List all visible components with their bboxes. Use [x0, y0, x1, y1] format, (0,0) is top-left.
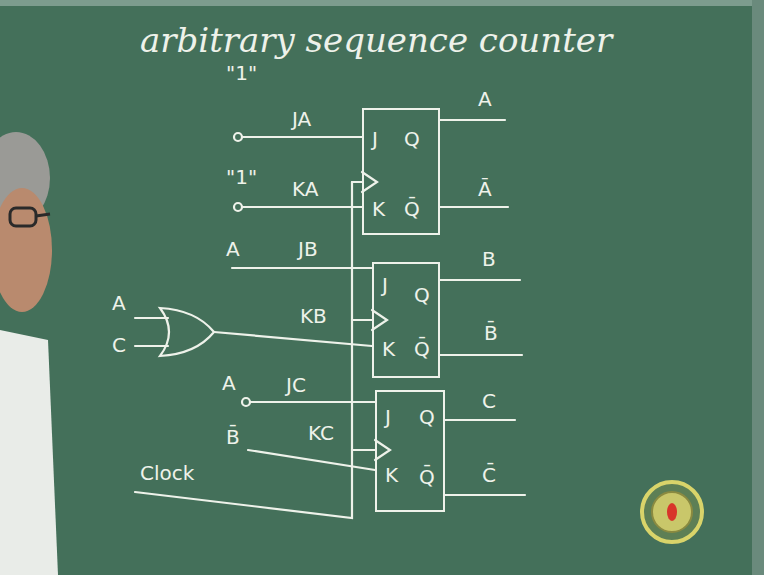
pin-name: Q̄ [419, 466, 435, 489]
terminal [242, 398, 250, 406]
board-title: arbitrary sequence counter [140, 20, 612, 60]
or-gate [160, 308, 214, 356]
clock-wire [352, 319, 372, 321]
signal-name: C̄ [482, 464, 496, 487]
shirt [0, 330, 58, 575]
wire [440, 354, 522, 356]
signal-name: KA [292, 178, 318, 201]
signal-name: JB [298, 238, 318, 261]
signal-name: "1" [226, 62, 257, 85]
signal-name: A [112, 292, 126, 315]
signal-name: Ā [478, 178, 492, 201]
wire [445, 419, 515, 421]
wire [135, 345, 168, 347]
board-frame [752, 0, 764, 575]
pin-name: Q [419, 406, 435, 429]
pin-name: K [372, 198, 385, 221]
wire [135, 317, 168, 319]
clock-wire [135, 182, 352, 518]
signal-name: B̄ [226, 426, 240, 449]
board-frame [0, 0, 764, 6]
wire [440, 279, 520, 281]
signal-name: Clock [140, 462, 194, 485]
pin-name: J [385, 406, 391, 429]
signal-name: C [112, 334, 126, 357]
pin-name: Q̄ [404, 198, 420, 221]
flip-flop-box: J Q K Q̄ [362, 108, 440, 235]
pin-name: K [385, 464, 398, 487]
wire [242, 206, 362, 208]
signal-name: "1" [226, 166, 257, 189]
wire [445, 494, 525, 496]
logo-ring [642, 482, 702, 542]
signal-name: C [482, 390, 496, 413]
flip-flop-box: J Q K Q̄ [375, 390, 445, 512]
logo [642, 482, 702, 542]
wire [440, 206, 508, 208]
wire [440, 119, 505, 121]
logo-flame [667, 503, 677, 521]
terminal [234, 203, 242, 211]
pin-name: Q [414, 284, 430, 307]
wire [214, 332, 372, 346]
wire [248, 450, 375, 470]
signal-name: A [478, 88, 492, 111]
signal-name: A [226, 238, 240, 261]
signal-name: KC [308, 422, 334, 445]
pin-name: J [382, 274, 388, 297]
signal-name: KB [300, 305, 327, 328]
pin-name: K [382, 338, 395, 361]
wire [250, 401, 375, 403]
terminal [234, 133, 242, 141]
lecturer [0, 132, 58, 575]
signal-name: JC [286, 374, 306, 397]
face [0, 188, 52, 312]
clock-wire [352, 181, 362, 183]
logo-disc [652, 492, 692, 532]
pin-name: J [372, 128, 378, 151]
glasses [36, 214, 50, 216]
signal-name: A [222, 372, 236, 395]
wire [242, 136, 362, 138]
pin-name: Q [404, 128, 420, 151]
glasses [10, 208, 36, 226]
pin-name: Q̄ [414, 338, 430, 361]
signal-name: B [482, 248, 496, 271]
signal-name: JA [292, 108, 311, 131]
flip-flop-box: J Q K Q̄ [372, 262, 440, 378]
wires [135, 120, 525, 518]
clock-triangle [375, 440, 390, 460]
signal-name: B̄ [484, 322, 498, 345]
clock-triangle [362, 172, 377, 192]
clock-triangle [372, 310, 387, 330]
clock-wire [352, 449, 375, 451]
